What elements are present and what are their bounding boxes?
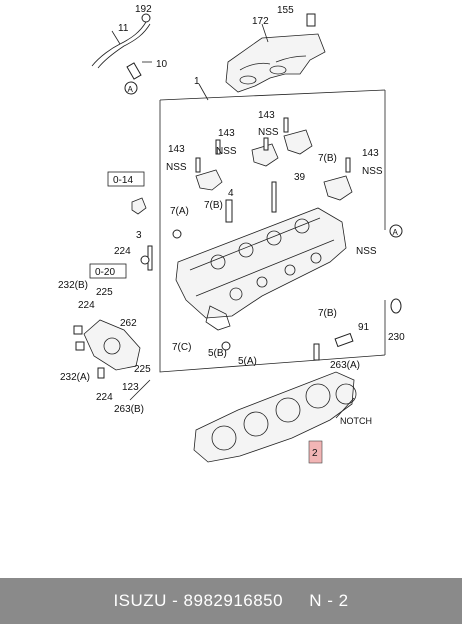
leader-notch: [335, 397, 355, 419]
assembly-frame: [159, 100, 386, 373]
label-123: 123: [122, 382, 139, 393]
label-0-20: 0-20: [95, 267, 115, 278]
ref-circle-a-right: [389, 224, 403, 238]
label-225-a: 225: [96, 287, 113, 298]
part-0-14: [131, 197, 147, 215]
label-155: 155: [277, 5, 294, 16]
label-232b: 232(B): [58, 280, 88, 291]
frame-top: [159, 89, 386, 101]
glow-plug-harness: [91, 13, 152, 80]
label-232a: 232(A): [60, 372, 90, 383]
cylinder-head: [175, 207, 347, 331]
label-143-b: 143: [168, 144, 185, 155]
label-a-top: A: [128, 85, 134, 94]
bolt-155: [306, 13, 316, 27]
bolt-123: [97, 367, 105, 379]
label-224-c: 224: [96, 392, 113, 403]
head-gasket: [193, 371, 357, 463]
label-notch: NOTCH: [340, 416, 372, 426]
label-263b: 263(B): [114, 404, 144, 415]
label-2: 2: [312, 448, 318, 459]
label-7a: 7(A): [170, 206, 189, 217]
nut-224-a: [140, 255, 150, 265]
label-nss-c: NSS: [258, 127, 279, 138]
label-nss-b: NSS: [166, 162, 187, 173]
label-4: 4: [228, 188, 234, 199]
sensor-91: [334, 332, 354, 348]
cam-bearing-cap-group: [195, 117, 353, 201]
part-footer: ISUZU - 8982916850 N - 2: [0, 578, 462, 624]
label-143-a: 143: [218, 128, 235, 139]
bolt-263a: [313, 343, 320, 361]
label-a-right: A: [393, 228, 399, 237]
stud-39: [271, 181, 277, 213]
label-143-c: 143: [258, 110, 275, 121]
ref-box-0-20: [89, 263, 127, 279]
plug-7a: [172, 229, 182, 239]
label-0-14: 0-14: [113, 175, 133, 186]
label-3: 3: [136, 230, 142, 241]
label-7b-b: 7(B): [204, 200, 223, 211]
label-10: 10: [156, 59, 168, 70]
plug-5b: [221, 341, 231, 351]
callout-box-2: [308, 440, 323, 464]
footer-page-ref: N - 2: [309, 591, 349, 610]
ref-box-0-14: [107, 171, 145, 187]
label-11: 11: [118, 23, 129, 34]
seal-230: [390, 298, 402, 314]
label-262: 262: [120, 318, 137, 329]
guide-4: [225, 199, 233, 223]
label-143-d: 143: [362, 148, 379, 159]
label-nss-e: NSS: [356, 246, 377, 257]
water-outlet-housing: [73, 319, 141, 371]
head-cover: [225, 33, 326, 93]
label-nss-a: NSS: [216, 146, 237, 157]
label-263a: 263(A): [330, 360, 360, 371]
label-5a: 5(A): [238, 356, 257, 367]
label-7b-a: 7(B): [318, 153, 337, 164]
label-39: 39: [294, 172, 306, 183]
footer-separator: -: [166, 591, 184, 610]
label-224-b: 224: [78, 300, 95, 311]
leader-1: [198, 83, 209, 101]
label-224-a: 224: [114, 246, 131, 257]
label-7b-c: 7(B): [318, 308, 337, 319]
label-nss-d: NSS: [362, 166, 383, 177]
label-5b: 5(B): [208, 348, 227, 359]
leader-172: [261, 23, 269, 43]
exploded-parts-diagram: 11 192 10 A 172 155 1 143 NSS 143 NSS 14…: [58, 4, 405, 464]
label-192: 192: [135, 4, 152, 15]
footer-part-number: 8982916850: [183, 591, 284, 610]
label-172: 172: [252, 16, 269, 27]
label-1: 1: [194, 76, 200, 87]
label-230: 230: [388, 332, 405, 343]
footer-brand: ISUZU: [113, 591, 167, 610]
label-7c: 7(C): [172, 342, 191, 353]
leader-263b: [129, 379, 151, 401]
label-91: 91: [358, 322, 370, 333]
ref-circle-a-top: [124, 81, 138, 95]
label-225-b: 225: [134, 364, 151, 375]
